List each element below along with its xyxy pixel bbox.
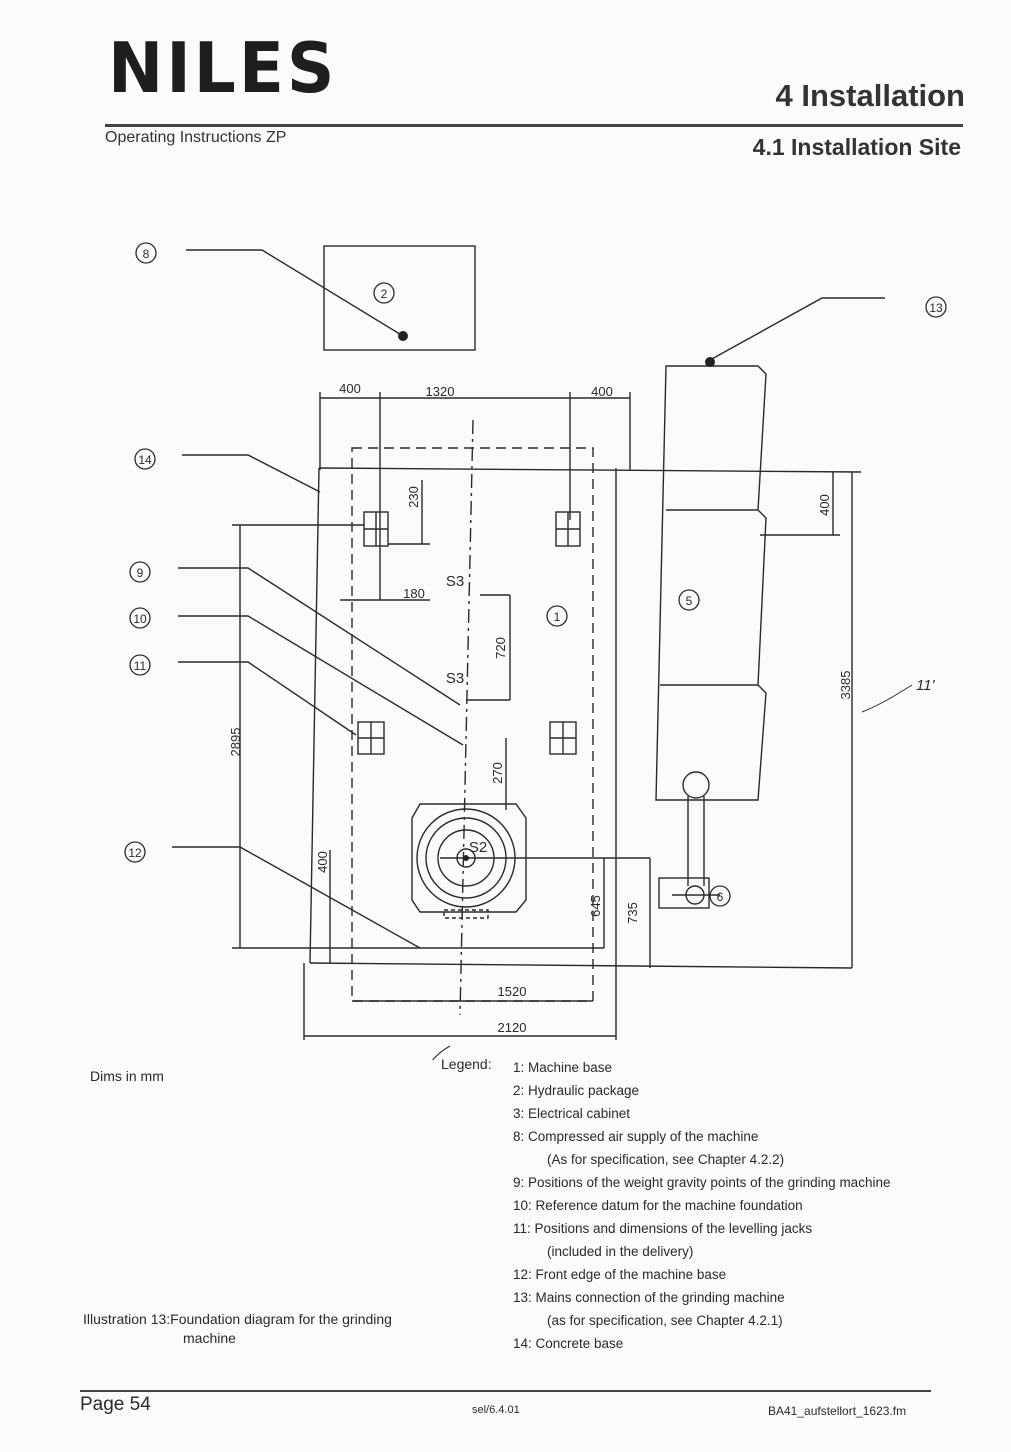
rotary-table-base (411, 803, 527, 913)
header-rule (105, 124, 963, 127)
callout-9: 9 (137, 566, 144, 580)
callout-6: 6 (717, 890, 724, 904)
legend-item: 8: Compressed air supply of the machine (513, 1129, 759, 1144)
foundation-diagram: 8 2 13 14 9 10 11 1 5 12 6 400 1320 400 … (124, 242, 947, 1060)
dims-note: Dims in mm (90, 1068, 164, 1084)
document-subtitle: Operating Instructions ZP (105, 129, 287, 146)
legend-item: 10: Reference datum for the machine foun… (513, 1198, 803, 1213)
callout-1: 1 (554, 610, 561, 624)
caption-line-2: machine (183, 1330, 236, 1346)
dim-1520: 1520 (498, 984, 527, 999)
label-s2: S2 (469, 839, 487, 856)
illustration-caption: Illustration 13:Foundation diagram for t… (83, 1310, 463, 1348)
page-number: Page 54 (80, 1394, 151, 1415)
concrete-base-top (318, 467, 862, 473)
callout-11: 11 (134, 659, 147, 673)
legend-item: 14: Concrete base (513, 1336, 624, 1351)
dim-400-cabinet: 400 (817, 494, 832, 516)
callout-14: 14 (138, 453, 152, 467)
dim-180: 180 (403, 586, 425, 601)
label-s3-lower: S3 (446, 670, 464, 687)
electrical-cabinet (655, 365, 767, 801)
footer-rule (80, 1390, 931, 1392)
callout-2: 2 (381, 287, 388, 301)
centerline (459, 419, 474, 1016)
dim-735: 735 (625, 902, 640, 924)
callout-5: 5 (686, 594, 693, 608)
legend-item: (as for specification, see Chapter 4.2.1… (547, 1313, 783, 1328)
legend-item: (As for specification, see Chapter 4.2.2… (547, 1152, 785, 1167)
legend-item: 12: Front edge of the machine base (513, 1267, 727, 1282)
handwritten-mark-1: 11' (916, 677, 936, 694)
caption-line-1: Illustration 13:Foundation diagram for t… (83, 1311, 392, 1327)
legend-item: 9: Positions of the weight gravity point… (513, 1175, 891, 1190)
legend-item: 3: Electrical cabinet (513, 1106, 631, 1121)
legend-item: 1: Machine base (513, 1060, 613, 1075)
dim-720: 720 (493, 637, 508, 659)
dim-400-right: 400 (591, 384, 613, 399)
section-title: 4.1 Installation Site (752, 134, 961, 160)
legend-item: 11: Positions and dimensions of the leve… (513, 1221, 813, 1236)
legend-item: 2: Hydraulic package (513, 1083, 640, 1098)
dim-2895: 2895 (228, 728, 243, 757)
dim-270: 270 (490, 762, 505, 784)
legend-item: 13: Mains connection of the grinding mac… (513, 1290, 785, 1305)
dim-1320: 1320 (426, 384, 455, 399)
dim-400-left: 400 (339, 381, 361, 396)
hydraulic-package-box (323, 245, 476, 351)
dim-645: 645 (588, 895, 603, 917)
chapter-title: 4 Installation (775, 78, 965, 113)
dim-2120: 2120 (498, 1020, 527, 1035)
niles-logo: NILES (108, 28, 338, 109)
callout-12: 12 (128, 846, 142, 860)
legend-item: (included in the delivery) (547, 1244, 694, 1259)
callout-10: 10 (133, 612, 147, 626)
legend-list: 1: Machine base 2: Hydraulic package 3: … (513, 1056, 890, 1355)
label-s3-upper: S3 (446, 573, 464, 590)
callout-8: 8 (143, 247, 150, 261)
legend-title: Legend: (441, 1056, 492, 1072)
footer-date: sel/6.4.01 (472, 1404, 520, 1416)
footer-filename: BA41_aufstellort_1623.fm (768, 1404, 907, 1418)
callout-13: 13 (929, 301, 943, 315)
dim-3385: 3385 (838, 671, 853, 700)
dim-400-lower: 400 (315, 851, 330, 873)
dim-230: 230 (406, 486, 421, 508)
